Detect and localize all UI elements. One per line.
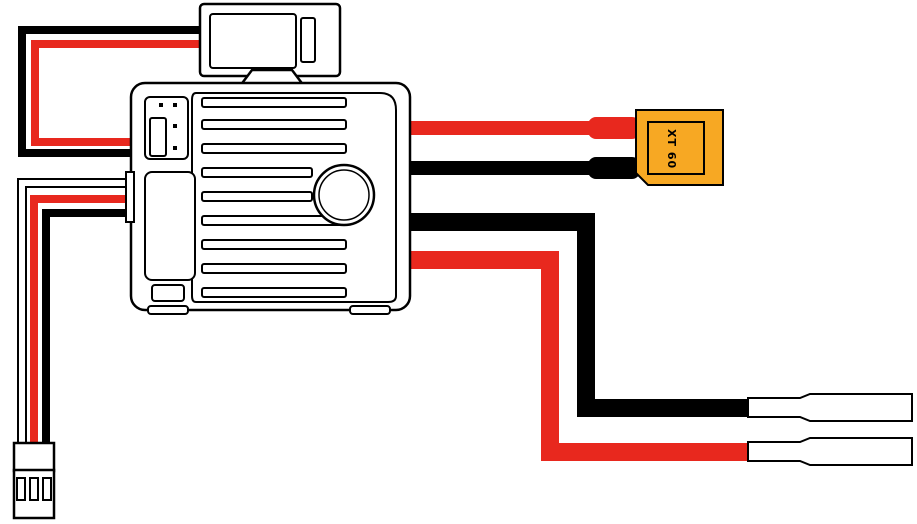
receiver-white-inner xyxy=(19,180,134,450)
plug-pin-3 xyxy=(42,477,52,501)
fan-lead xyxy=(18,26,210,157)
battery-red-boot xyxy=(588,117,640,139)
receiver-black-wire xyxy=(42,209,134,450)
capacitor-circle-inner xyxy=(318,169,370,221)
capacitor-circle xyxy=(312,163,376,227)
led-dot-3 xyxy=(173,124,177,128)
xt60-inner-frame xyxy=(647,121,705,175)
motor-red-wire xyxy=(408,251,750,461)
fan-housing-inner xyxy=(209,13,297,69)
esc-foot-left xyxy=(147,305,189,315)
fan-black-wire xyxy=(18,26,210,157)
program-button xyxy=(151,284,185,302)
fan-housing xyxy=(198,2,342,88)
receiver-white-outer xyxy=(17,178,134,450)
led-dot-4 xyxy=(173,146,177,150)
esc-body xyxy=(125,81,412,315)
receiver-lead xyxy=(17,178,134,450)
heatsink-fins xyxy=(201,97,347,298)
led-dot-1 xyxy=(159,103,163,107)
xt60-body xyxy=(635,109,724,186)
xt60-label: XT 60 xyxy=(665,129,678,169)
plug-pin-1 xyxy=(16,477,26,501)
fan-red-wire xyxy=(31,40,210,146)
fan-housing-latch xyxy=(300,17,316,63)
battery-leads xyxy=(408,117,640,179)
battery-black-boot xyxy=(588,157,640,179)
power-switch xyxy=(149,117,167,157)
xt60-connector: XT 60 xyxy=(635,109,724,186)
label-window xyxy=(144,171,196,281)
plug-pin-2 xyxy=(29,477,39,501)
esc-side-tab xyxy=(125,171,135,223)
motor-terminal-black xyxy=(747,393,913,422)
motor-black-wire xyxy=(408,213,750,417)
led-dot-2 xyxy=(173,103,177,107)
motor-leads xyxy=(408,213,750,461)
esc-foot-right xyxy=(349,305,391,315)
motor-terminal-red xyxy=(747,437,913,466)
receiver-plug xyxy=(12,441,56,520)
receiver-red-wire xyxy=(30,195,134,450)
